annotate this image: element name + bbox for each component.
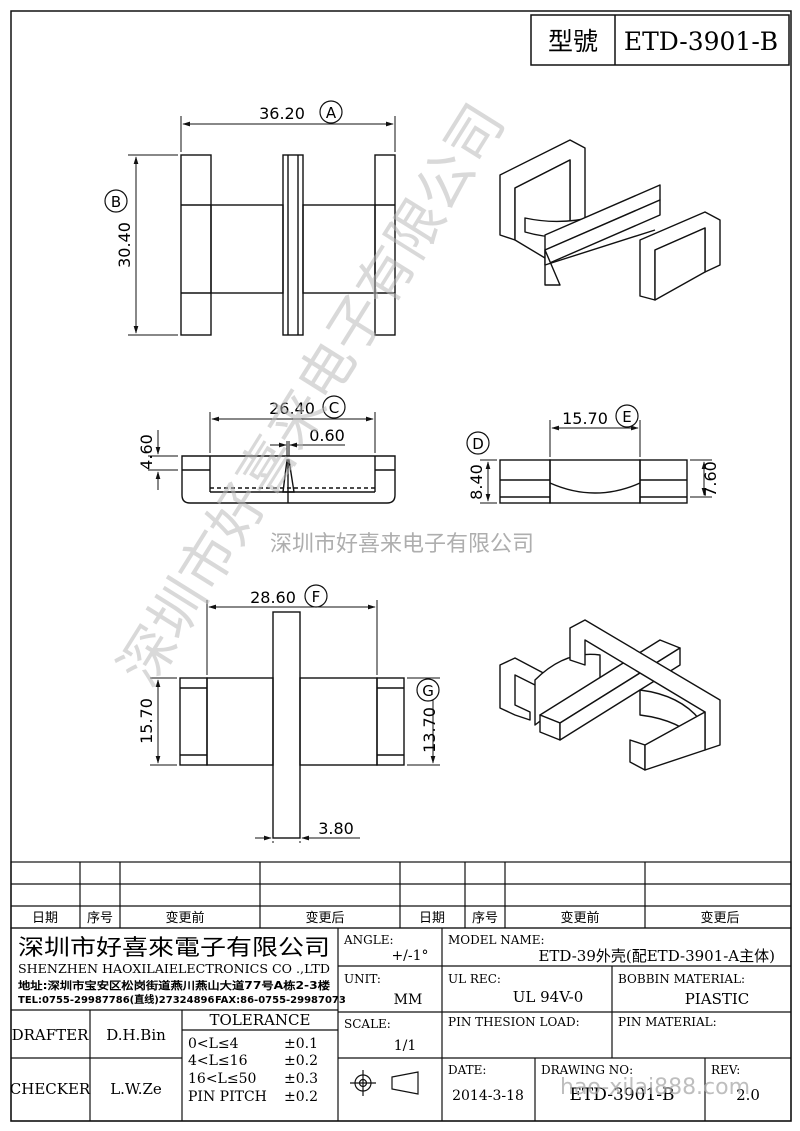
dim-e-value: 15.70 [562, 409, 608, 428]
rev-header-after-2: 变更后 [700, 910, 739, 926]
dim-c-tag-circle [322, 395, 346, 419]
side-view-c [181, 455, 396, 504]
revision-headers: 日期 序号 变更前 变更后 日期 序号 变更前 变更后 [32, 910, 740, 926]
drafter-value: D.H.Bin [106, 1026, 166, 1044]
rev-header-before-2: 变更前 [560, 910, 599, 926]
dim-f-tag: F [312, 588, 321, 606]
dim-f-tag-circle [304, 584, 328, 608]
top-view [180, 154, 396, 336]
dim-e-tag-circle [615, 404, 639, 428]
watermark-url: hao-xilai888.com [560, 1075, 750, 1100]
dim-g-tag-circle [416, 678, 440, 702]
model-name-value: ETD-39外壳(配ETD-3901-A主体) [538, 947, 775, 965]
tolerance-value-1: ±0.1 [284, 1036, 318, 1052]
model-title-block: 型號 ETD-3901-B [530, 14, 790, 66]
drafter-label: DRAFTER [12, 1026, 90, 1044]
side-view-de [499, 459, 688, 504]
dim-a-value: 36.20 [259, 104, 305, 123]
tolerance-title: TOLERANCE [210, 1011, 311, 1029]
tolerance-value-3: ±0.3 [284, 1071, 318, 1087]
dim-a [180, 116, 396, 152]
dim-c [148, 412, 376, 490]
projection-symbol-icon [350, 1070, 419, 1096]
model-value: ETD-3901-B [624, 27, 778, 56]
tolerance-range-4: PIN PITCH [188, 1089, 267, 1105]
dim-small-gap: 0.60 [309, 426, 345, 445]
rev-header-date-1: 日期 [32, 911, 58, 926]
date-label: DATE: [448, 1063, 486, 1077]
dim-b-tag-circle [104, 189, 128, 213]
bobbin-material-value: PIASTIC [685, 990, 750, 1008]
dim-a-tag: A [326, 104, 337, 122]
rev-header-after-1: 变更后 [305, 910, 344, 926]
iso-view-bottom [499, 619, 721, 771]
tolerance-range-3: 16<L≤50 [188, 1071, 256, 1087]
ul-value: UL 94V-0 [513, 988, 584, 1006]
rev-header-seq-1: 序号 [87, 911, 113, 926]
checker-value: L.W.Ze [110, 1080, 162, 1098]
tolerance-value-2: ±0.2 [284, 1053, 318, 1069]
revision-table [10, 861, 792, 929]
scale-value: 1/1 [394, 1038, 417, 1054]
watermark-horizontal: 深圳市好喜来电子有限公司 [270, 532, 534, 557]
dim-b-tag: B [111, 193, 121, 211]
bottom-view [179, 611, 405, 839]
dim-d-tag-circle [466, 431, 490, 455]
drawing-no-value: ETD-3901-B [570, 1085, 675, 1105]
dim-de [480, 420, 712, 504]
company-fax: FAX:86-0755-29987073 [215, 995, 346, 1006]
bobbin-material-label: BOBBIN MATERIAL: [618, 972, 745, 986]
tolerance-value-4: ±0.2 [284, 1089, 318, 1105]
dim-bottom-width: 3.80 [318, 819, 354, 838]
dim-b-value: 30.40 [115, 222, 134, 268]
rev-header-seq-2: 序号 [472, 911, 498, 926]
dim-a-tag-circle [319, 100, 343, 124]
dim-e-tag: E [622, 408, 631, 426]
tolerance-range-1: 0<L≤4 [188, 1036, 239, 1052]
dim-right-height: 7.60 [701, 461, 720, 497]
rev-header-before-1: 变更前 [165, 910, 204, 926]
date-value: 2014-3-18 [452, 1088, 524, 1104]
rev-header-date-2: 日期 [419, 911, 445, 926]
dim-left-height: 15.70 [137, 698, 156, 744]
checker-label: CHECKER [10, 1080, 91, 1098]
rev-value: 2.0 [736, 1086, 760, 1104]
rev-label: REV: [711, 1063, 740, 1077]
angle-label: ANGLE: [343, 933, 394, 947]
drawing-no-label: DRAWING NO: [541, 1063, 633, 1077]
company-address: 地址:深圳市宝安区松岗街道燕川燕山大道77号A栋2-3楼 [18, 979, 331, 992]
iso-view-top [499, 139, 721, 301]
ul-label: UL REC: [448, 972, 501, 986]
title-block-grid [10, 927, 792, 1122]
scale-label: SCALE: [344, 1017, 391, 1031]
pin-tension-label: PIN THESION LOAD: [448, 1015, 580, 1029]
dim-side-height: 4.60 [137, 434, 156, 470]
pin-material-label: PIN MATERIAL: [618, 1015, 717, 1029]
company-name-cn: 深圳市好喜來電子有限公司 [18, 936, 330, 961]
dim-c-value: 26.40 [269, 399, 315, 418]
unit-value: MM [394, 992, 423, 1008]
company-name-en: SHENZHEN HAOXILAIELECTRONICS CO .,LTD [18, 962, 330, 976]
tolerance-range-2: 4<L≤16 [188, 1053, 248, 1069]
unit-label: UNIT: [344, 972, 381, 986]
dim-c-tag: C [329, 399, 339, 417]
dim-f-value: 28.60 [250, 588, 296, 607]
dim-g-value: 13.70 [420, 707, 439, 753]
model-name-label: MODEL NAME: [448, 933, 545, 947]
model-label: 型號 [548, 27, 598, 56]
dim-d-tag: D [472, 435, 484, 453]
dim-b [128, 154, 178, 336]
dim-g-tag: G [422, 682, 434, 700]
dim-d-value: 8.40 [467, 464, 486, 500]
company-tel: TEL:0755-29987786(直线)27324896 [18, 993, 215, 1006]
angle-value: +/-1° [391, 948, 428, 964]
